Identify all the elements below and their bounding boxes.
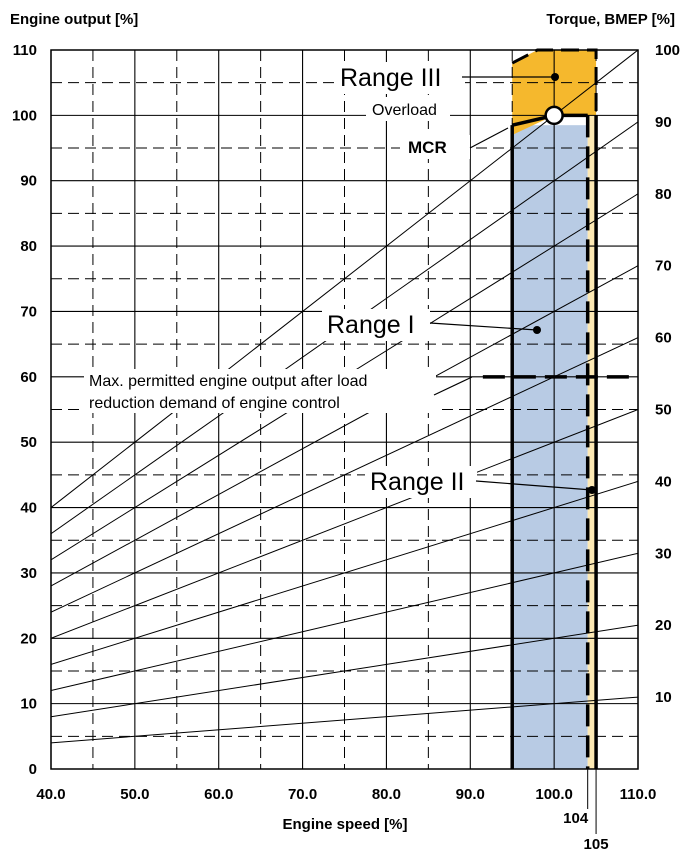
y-tick-label: 40 — [20, 500, 37, 517]
range-3-dot — [551, 73, 559, 81]
y-tick-label: 100 — [12, 107, 37, 124]
range-2-leader — [475, 480, 593, 491]
y2-tick-label: 50 — [655, 402, 672, 419]
label-bg-range-3 — [335, 62, 465, 94]
y-tick-label: 50 — [20, 434, 37, 451]
x-tick-label: 50.0 — [120, 786, 149, 803]
label-bg-range-2 — [365, 466, 477, 498]
y2-tick-label: 30 — [655, 545, 672, 562]
y-tick-label: 110 — [13, 42, 37, 59]
label-bg-range-1 — [322, 309, 430, 341]
mcr-label: MCR — [408, 138, 447, 157]
y2-tick-label: 80 — [655, 186, 672, 203]
range-1-label: Range I — [327, 311, 415, 339]
y2-tick-label: 20 — [655, 617, 672, 634]
x-tick-label: 80.0 — [372, 786, 401, 803]
y-tick-label: 30 — [20, 565, 37, 582]
overload-boundary — [511, 48, 598, 116]
torque-line — [51, 696, 638, 744]
torque-line — [51, 480, 638, 665]
y-tick-label: 60 — [20, 369, 37, 386]
y-tick-label: 10 — [20, 696, 37, 713]
y-tick-label: 90 — [20, 173, 37, 190]
x-axis-title: Engine speed [%] — [282, 816, 407, 833]
label-bg-note — [84, 369, 436, 413]
y-tick-label: 20 — [20, 630, 37, 647]
y-tick-label: 70 — [20, 303, 37, 320]
note-leader — [433, 376, 473, 396]
range-boundaries — [482, 48, 634, 769]
torque-line — [51, 409, 638, 639]
x-tick-label: 110.0 — [620, 786, 657, 803]
x-tick-label: 90.0 — [456, 786, 485, 803]
y2-axis-title: Torque, BMEP [%] — [546, 11, 675, 28]
x-tick-label-105: 105 — [584, 836, 609, 853]
note-line-2: reduction demand of engine control — [89, 395, 340, 412]
torque-line — [51, 624, 638, 718]
x-tick-label: 100.0 — [535, 786, 573, 803]
torque-line — [51, 265, 638, 587]
y2-tick-label: 100 — [655, 42, 680, 59]
range-1-leader — [429, 322, 538, 331]
label-bg-mcr — [400, 135, 470, 159]
x-tick-label: 70.0 — [288, 786, 317, 803]
range-1-area — [512, 125, 588, 769]
note-line-1: Max. permitted engine output after load — [89, 373, 367, 390]
torque-line — [51, 552, 638, 692]
overload-label: Overload — [372, 102, 437, 119]
y2-tick-label: 90 — [655, 114, 672, 131]
range-1-dot — [533, 326, 541, 334]
y2-tick-label: 60 — [655, 330, 672, 347]
range-2-dot — [588, 486, 596, 494]
y-tick-label: 80 — [20, 238, 37, 255]
y2-tick-label: 10 — [655, 689, 672, 706]
mcr-leader — [469, 127, 509, 149]
y2-tick-label: 70 — [655, 258, 672, 275]
range-2-label: Range II — [370, 468, 465, 496]
x-tick-label: 60.0 — [204, 786, 233, 803]
label-bg-overload — [366, 97, 450, 121]
y-tick-label: 0 — [29, 761, 37, 778]
axis-ticks: 40.0 50.0 60.0 70.0 80.0 90.0 100.0 110.0 0 10 20 3… — [12, 42, 680, 853]
torque-line — [51, 50, 638, 508]
x-tick-label: 40.0 — [36, 786, 65, 803]
y2-tick-label: 40 — [655, 473, 672, 490]
range-3-label: Range III — [340, 64, 441, 92]
mcr-point — [544, 105, 564, 126]
torque-line — [51, 337, 638, 613]
x-tick-label-104: 104 — [563, 810, 589, 827]
y-axis-title: Engine output [%] — [10, 11, 138, 28]
